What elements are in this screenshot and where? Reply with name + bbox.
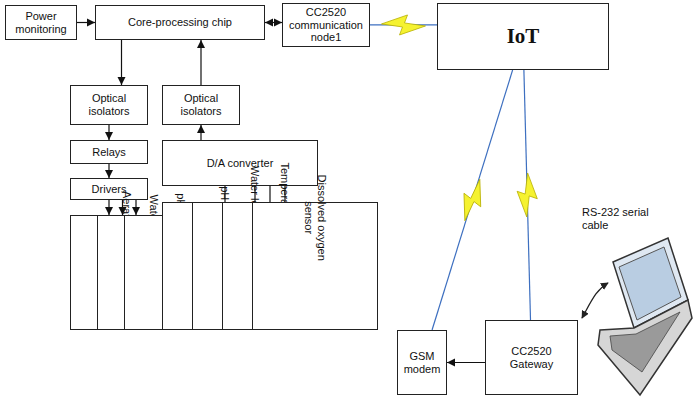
connector (109, 200, 110, 215)
connector (265, 22, 282, 23)
box-label: IoT (507, 24, 540, 48)
wireless-link (370, 15, 437, 35)
connector-line (200, 40, 201, 85)
connector (109, 164, 110, 178)
serial-cable (582, 283, 608, 318)
connector (109, 125, 110, 140)
box-label: D/A converter (207, 157, 274, 170)
laptop-base (598, 300, 692, 395)
connector-line (265, 22, 282, 23)
connector (447, 362, 485, 363)
connector (77, 22, 95, 23)
box-label: CC2520 Gateway (489, 345, 574, 370)
vertical-box: Dissolved oxygen sensor (252, 202, 378, 330)
box-label: Optical isolators (166, 92, 236, 117)
connector-line (447, 362, 485, 363)
process-box: Core-processing chip (95, 5, 265, 40)
connector (201, 125, 202, 140)
process-box: IoT (437, 3, 609, 70)
process-box: Power monitoring (5, 5, 77, 40)
box-label: Relays (92, 146, 126, 159)
connector (201, 40, 202, 85)
wireless-link (517, 70, 538, 320)
process-box: CC2520 communication node1 (282, 3, 370, 47)
connector (270, 186, 271, 202)
laptop-keyboard (610, 312, 680, 372)
connector-line (77, 22, 95, 23)
box-label: Power monitoring (9, 10, 73, 35)
box-label: Dissolved oxygen sensor (302, 157, 327, 279)
connector (121, 40, 122, 85)
process-box: Optical isolators (162, 85, 240, 125)
cable-label: RS-232 serial cable (582, 206, 654, 232)
process-box: Optical isolators (70, 85, 148, 125)
connector-line (121, 40, 122, 85)
lightning-bolt (517, 173, 538, 218)
connector-line (108, 125, 109, 140)
connector-line (200, 125, 201, 140)
box-label: CC2520 communication node1 (286, 6, 366, 44)
box-label: Core-processing chip (128, 16, 232, 29)
connector (136, 200, 137, 215)
process-box: Drivers (70, 178, 148, 200)
process-box: CC2520 Gateway (485, 320, 578, 395)
connector-line (135, 200, 136, 215)
box-label: GSM modem (401, 350, 443, 375)
wireless-link (432, 70, 513, 330)
lightning-bolt (456, 176, 488, 224)
box-label: Optical isolators (74, 92, 144, 117)
connector-line (269, 186, 270, 202)
connector-line (108, 200, 109, 215)
connector-line (432, 70, 513, 330)
process-box: Relays (70, 140, 148, 164)
lightning-bolt (382, 15, 426, 35)
process-box: D/A converter (162, 140, 318, 186)
connector-line (108, 164, 109, 178)
process-box: GSM modem (397, 330, 447, 395)
